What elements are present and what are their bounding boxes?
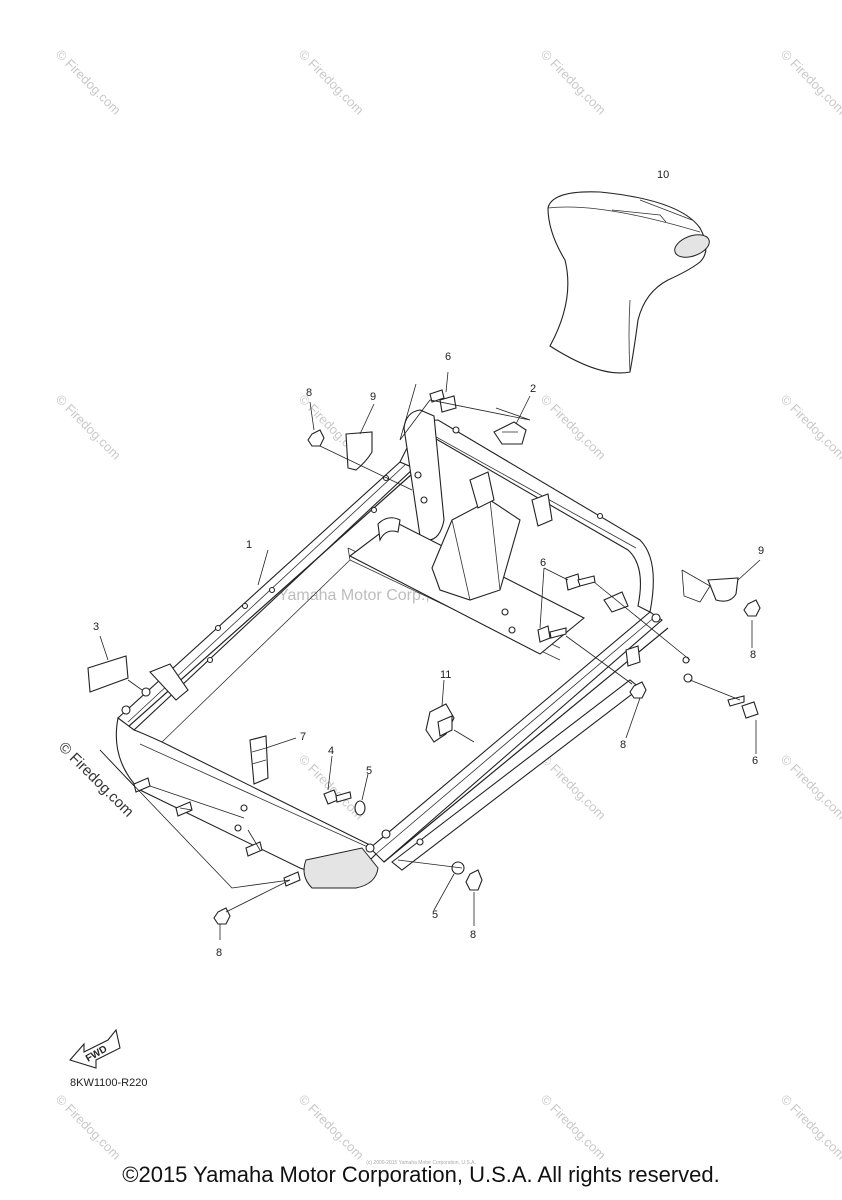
callout-8: 8 bbox=[306, 387, 312, 399]
watermark-text: © Firedog.com bbox=[538, 1092, 609, 1163]
leader-lines bbox=[99, 371, 761, 940]
part-11-clamp bbox=[425, 703, 455, 743]
watermark-text: © Firedog.com bbox=[778, 47, 842, 118]
callout-4: 4 bbox=[328, 745, 334, 757]
fwd-arrow-icon: FWD bbox=[69, 1028, 121, 1069]
callout-11: 11 bbox=[440, 669, 451, 681]
footer-copyright: ©2015 Yamaha Motor Corporation, U.S.A. A… bbox=[122, 1162, 720, 1187]
part-8-nut bbox=[213, 429, 761, 925]
callout-8: 8 bbox=[750, 649, 756, 661]
callout-8: 8 bbox=[620, 739, 626, 751]
callout-1: 1 bbox=[246, 539, 252, 551]
watermark-text: © Firedog.com bbox=[538, 392, 609, 463]
footer-small-print: (c) 2000-2015 Yamaha Motor Corporation, … bbox=[366, 1160, 476, 1166]
part-10-cover bbox=[547, 191, 710, 374]
part-2-clip bbox=[493, 421, 527, 445]
watermark-text: © Firedog.com bbox=[778, 1092, 842, 1163]
callout-5: 5 bbox=[432, 909, 438, 921]
part-3-label bbox=[87, 655, 129, 693]
callout-2: 2 bbox=[530, 383, 536, 395]
watermark-text: © Firedog.com bbox=[53, 47, 124, 118]
part-6-bolt bbox=[429, 389, 759, 719]
callout-3: 3 bbox=[93, 621, 99, 633]
part-4-bolt bbox=[323, 789, 352, 805]
callout-8: 8 bbox=[470, 929, 476, 941]
watermark-text: © Firedog.com bbox=[296, 47, 367, 118]
watermark-text: © Firedog.com bbox=[778, 392, 842, 463]
watermark-text: © Firedog.com bbox=[778, 752, 842, 823]
callout-7: 7 bbox=[300, 731, 306, 743]
callout-9: 9 bbox=[758, 545, 764, 557]
diagram-code: 8KW1100-R220 bbox=[70, 1077, 147, 1089]
watermark-text: © Firedog.com bbox=[53, 1092, 124, 1163]
callout-labels: 1 2 3 4 5 5 6 6 6 6 7 8 8 8 8 8 9 9 10 1… bbox=[93, 169, 764, 959]
watermark-text: © Firedog.com bbox=[538, 752, 609, 823]
fwd-label: FWD bbox=[84, 1044, 109, 1065]
callout-6: 6 bbox=[445, 351, 451, 363]
callout-8: 8 bbox=[216, 947, 222, 959]
callout-9: 9 bbox=[370, 391, 376, 403]
watermark-text: © Firedog.com bbox=[538, 47, 609, 118]
watermark-text: © Firedog.com bbox=[296, 1092, 367, 1163]
part-7-strap bbox=[249, 735, 269, 785]
callout-6: 6 bbox=[540, 557, 546, 569]
part-5-washer bbox=[354, 800, 465, 875]
part-1-frame bbox=[115, 409, 693, 889]
callout-5: 5 bbox=[366, 765, 372, 777]
watermark-text: © Firedog.com bbox=[53, 392, 124, 463]
callout-10: 10 bbox=[657, 169, 669, 181]
callout-6: 6 bbox=[752, 755, 758, 767]
part-9-bracket bbox=[345, 431, 739, 602]
